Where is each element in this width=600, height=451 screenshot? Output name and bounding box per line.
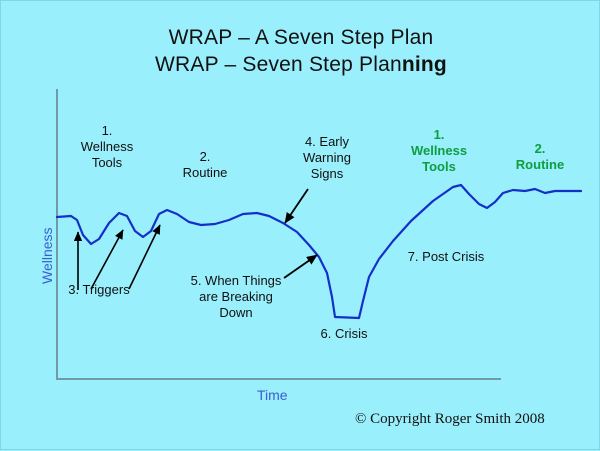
annotation-step5: 5. When Things are Breaking Down (190, 273, 282, 320)
slide-title: WRAP – A Seven Step Plan WRAP – Seven St… (1, 25, 600, 79)
wellness-curve-line (55, 183, 583, 320)
chart-axes (56, 89, 501, 380)
title-line-2: WRAP – Seven Step Planning (1, 52, 600, 79)
trigger-arrow-2 (90, 229, 124, 290)
annotation-step7: 7. Post Crisis (407, 249, 485, 264)
x-axis-label: Time (257, 387, 288, 403)
annotation-step1-left: 1. Wellness Tools (80, 123, 134, 170)
title-line-2-plain: WRAP – Seven Step Plan (155, 52, 402, 76)
annotation-step4: 4. Early Warning Signs (303, 134, 351, 181)
early-warning-arrow (284, 188, 309, 224)
annotation-step6: 6. Crisis (320, 326, 368, 341)
annotation-step2-left: 2. Routine (182, 149, 228, 180)
title-line-1: WRAP – A Seven Step Plan (168, 26, 434, 49)
copyright-notice: © Copyright Roger Smith 2008 (355, 411, 545, 427)
annotation-step2-right: 2. Routine (515, 141, 565, 172)
breaking-down-arrow (283, 254, 318, 279)
title-line-2-bold: ning (401, 52, 447, 76)
annotation-step1-right: 1. Wellness Tools (410, 127, 468, 174)
annotation-step3: 3. Triggers (68, 282, 130, 297)
y-axis-label: Wellness (39, 227, 55, 284)
trigger-arrow-3 (128, 224, 161, 290)
